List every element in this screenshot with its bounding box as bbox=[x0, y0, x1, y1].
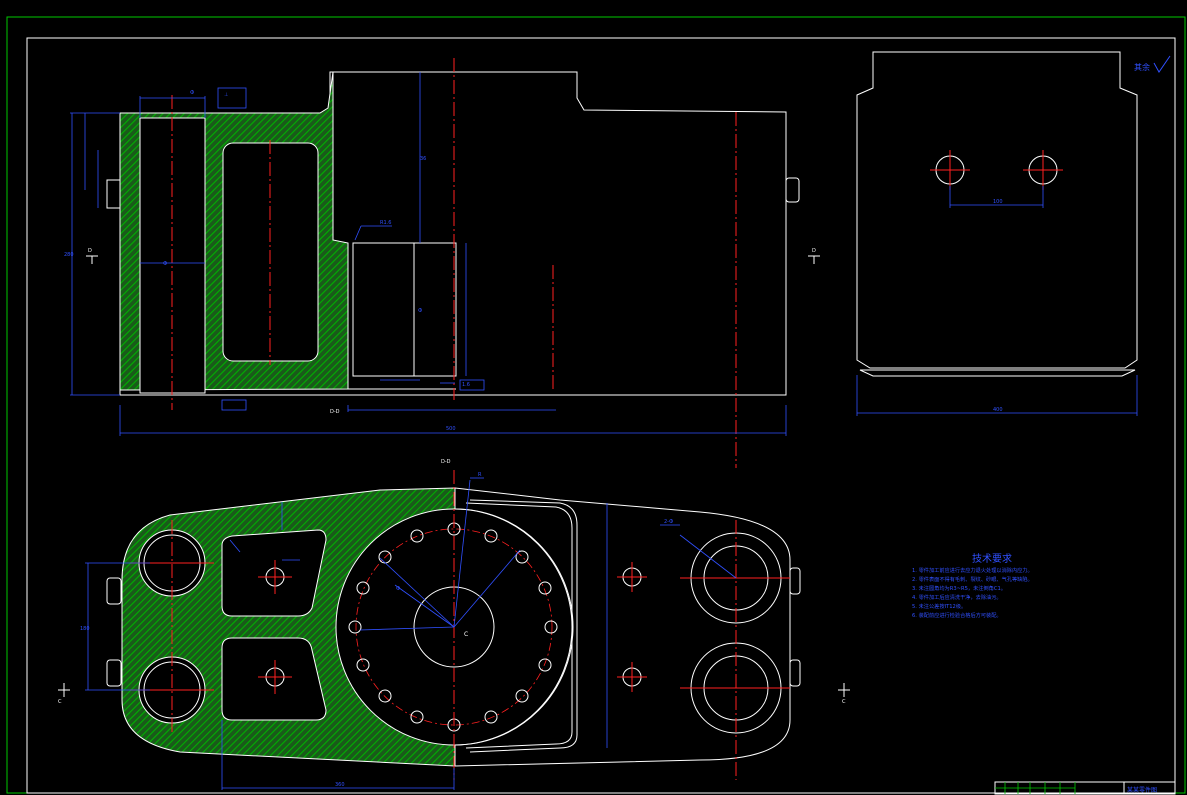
svg-text:500: 500 bbox=[446, 426, 456, 432]
svg-text:Ф: Ф bbox=[163, 261, 168, 267]
tech-req-item: 2. 零件表面不得有毛刺、裂纹、砂眼、气孔等缺陷。 bbox=[912, 575, 1033, 583]
tech-req-item: 5. 未注公差按IT12级。 bbox=[912, 602, 966, 610]
section-label-d-right: D bbox=[812, 248, 816, 254]
title-block: 某某零件图 bbox=[994, 781, 1176, 795]
tech-requirements-title: 技术要求 bbox=[972, 552, 1012, 565]
section-label-c-left: C bbox=[58, 699, 62, 705]
svg-text:⊥: ⊥ bbox=[224, 92, 228, 98]
section-label-d-left: D bbox=[88, 248, 92, 254]
svg-text:1.6: 1.6 bbox=[462, 382, 470, 388]
section-label-c-right: C bbox=[842, 699, 846, 705]
plan-view: 180 360 Ф R 2-Ф C D-D C C bbox=[58, 459, 850, 790]
svg-text:R: R bbox=[478, 472, 482, 478]
svg-text:360: 360 bbox=[335, 782, 345, 788]
tech-req-item: 6. 装配前应进行检验合格后方可装配。 bbox=[912, 611, 1002, 619]
title-block-name: 某某零件图 bbox=[1127, 786, 1157, 794]
tech-requirements: 技术要求 1. 零件加工前应进行去应力退火处理以消除内应力。 2. 零件表面不得… bbox=[912, 552, 1033, 619]
svg-text:Ф: Ф bbox=[396, 586, 401, 592]
svg-text:400: 400 bbox=[993, 407, 1003, 413]
svg-text:2-Ф: 2-Ф bbox=[664, 519, 674, 525]
svg-text:180: 180 bbox=[80, 626, 90, 632]
roughness-note: 其余 bbox=[1134, 62, 1150, 72]
inner-border bbox=[26, 37, 1176, 794]
roughness-symbol: 其余 bbox=[1134, 55, 1171, 73]
side-view: 100 400 bbox=[856, 51, 1138, 416]
section-label-top: D-D bbox=[441, 459, 451, 465]
svg-text:100: 100 bbox=[993, 199, 1003, 205]
front-section-view: Ф ⊥ Ф 36 Ф 500 280 R1.6 1.6 D D D-D bbox=[64, 58, 820, 468]
tech-req-item: 1. 零件加工前应进行去应力退火处理以消除内应力。 bbox=[912, 566, 1033, 574]
svg-text:R1.6: R1.6 bbox=[380, 220, 391, 226]
svg-text:36: 36 bbox=[420, 156, 426, 162]
tech-req-item: 4. 零件加工后应清洗干净，去除油污。 bbox=[912, 593, 1002, 601]
svg-text:280: 280 bbox=[64, 252, 74, 258]
svg-text:Ф: Ф bbox=[190, 90, 195, 96]
section-label-dd-bottom: D-D bbox=[330, 409, 340, 415]
svg-text:Ф: Ф bbox=[418, 308, 423, 314]
tech-req-item: 3. 未注圆角均为R3~R5，未注倒角C1。 bbox=[912, 584, 1006, 592]
center-mark-label: C bbox=[464, 631, 468, 638]
